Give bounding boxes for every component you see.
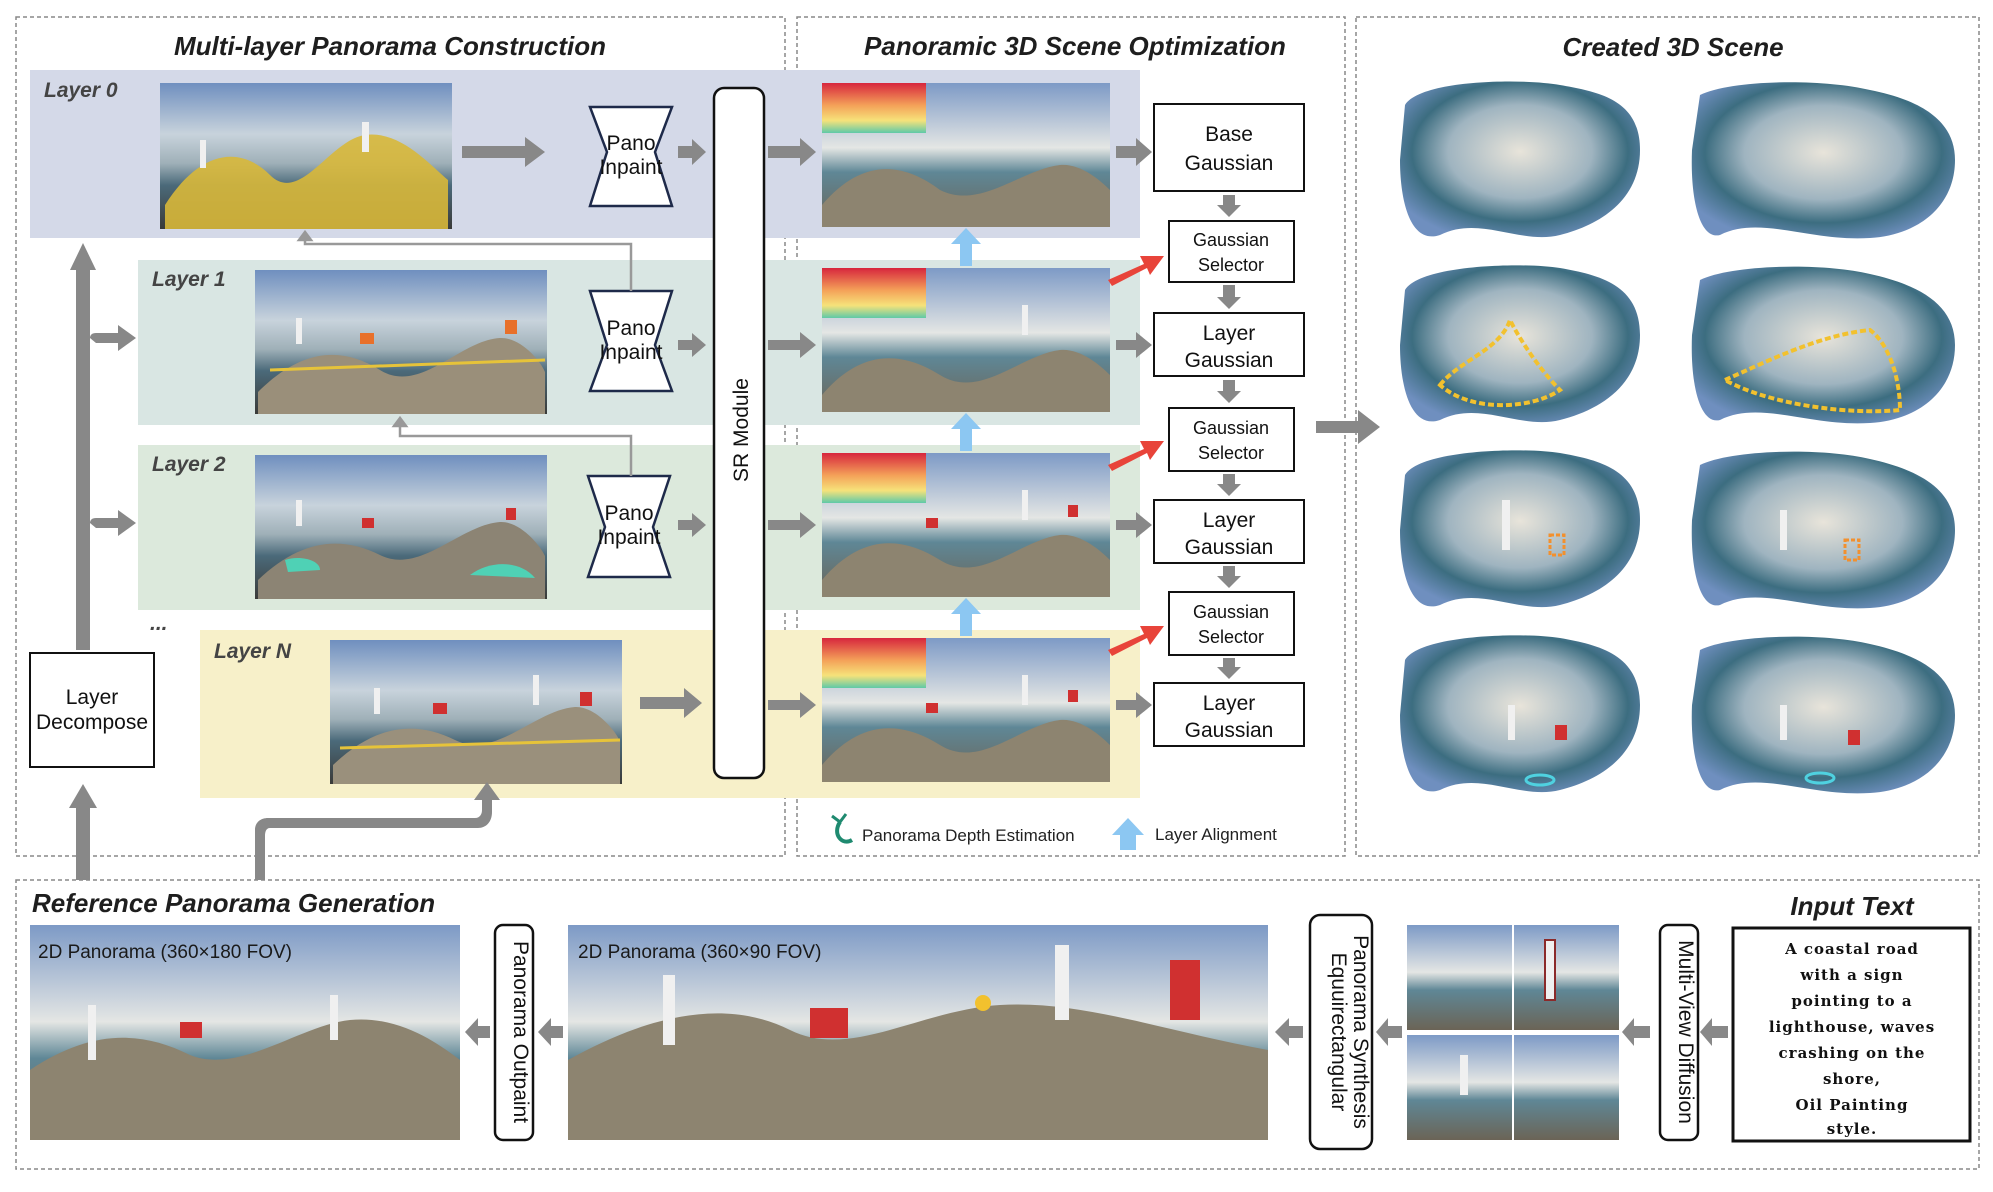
pano-inpaint-1-line1: Pano: [606, 317, 655, 340]
input-line-7: Oil Painting: [1796, 1096, 1909, 1114]
layer-gaussian-1: Layer Gaussian: [1153, 312, 1305, 377]
layer-decompose-box: Layer Decompose: [29, 652, 155, 768]
ref-pano-360-90-caption: 2D Panorama (360×90 FOV): [578, 942, 821, 963]
input-line-3: pointing to a: [1791, 992, 1912, 1010]
scene-view-3a: [1400, 450, 1640, 608]
multiview-diffusion-box: Multi-View Diffusion: [1658, 923, 1700, 1142]
scene-view-1a: [1400, 81, 1640, 238]
gaussian-selector-1: Gaussian Selector: [1168, 220, 1295, 283]
layerN-panorama: [330, 640, 622, 784]
panorama-outpaint-box: Panorama Outpaint: [493, 923, 535, 1142]
pano-inpaint-0-line2: Inpaint: [599, 156, 662, 179]
ref-pano-360-180-caption: 2D Panorama (360×180 FOV): [38, 942, 292, 963]
frame-optimization: [796, 16, 1346, 857]
title-optimization: Panoramic 3D Scene Optimization: [864, 31, 1286, 61]
scene-view-2b: [1691, 266, 1955, 424]
multiview-diffusion-label: Multi-View Diffusion: [1674, 940, 1697, 1124]
layer-gaussian-1-line1: Layer: [1203, 322, 1256, 345]
layer2-label: Layer 2: [152, 453, 226, 476]
input-text-title: Input Text: [1790, 891, 1915, 921]
multiview-grid: [1407, 925, 1619, 1140]
gaussian-selector-3-line2: Selector: [1198, 627, 1264, 647]
input-line-1: A coastal road: [1784, 940, 1919, 958]
legend-depth-text: Panorama Depth Estimation: [862, 826, 1075, 845]
layer0-label: Layer 0: [44, 79, 118, 102]
pano-inpaint-2: Pano Inpaint: [586, 474, 672, 579]
title-created: Created 3D Scene: [1562, 32, 1783, 62]
layer0-panorama: [160, 83, 452, 229]
legend: Panorama Depth Estimation Layer Alignmen…: [831, 813, 1277, 850]
decompose-branches: [69, 243, 136, 880]
pano-inpaint-1: Pano Inpaint: [588, 289, 674, 393]
layer1-label: Layer 1: [152, 268, 226, 291]
inpaint-feedback-lines: [296, 229, 633, 476]
layer1-panorama: [255, 270, 547, 414]
input-line-6: shore,: [1823, 1070, 1881, 1088]
gaussian-selector-3: Gaussian Selector: [1168, 591, 1295, 656]
gaussian-selector-2: Gaussian Selector: [1168, 407, 1295, 472]
scene-view-2a: [1400, 265, 1640, 423]
selector-arrows: [1108, 256, 1164, 656]
created-scene-grid: [1400, 81, 1955, 794]
gaussian-selector-3-line1: Gaussian: [1193, 602, 1269, 622]
scene-view-3b: [1691, 451, 1955, 609]
pano-inpaint-2-line1: Pano: [604, 502, 653, 525]
opt-panorama-2: [822, 453, 1110, 597]
layer-gaussian-2-line1: Layer: [1203, 509, 1256, 532]
layer-gaussian-2-line2: Gaussian: [1185, 536, 1274, 559]
frame-reference: [15, 879, 1980, 1170]
layer-ellipsis: ...: [150, 612, 168, 635]
scene-view-1b: [1691, 82, 1955, 239]
title-multi-layer: Multi-layer Panorama Construction: [174, 31, 606, 61]
frame-multi-layer: [15, 16, 786, 857]
ref-pano-360-180: 2D Panorama (360×180 FOV): [30, 925, 460, 1140]
gaussian-down-arrows: [1217, 195, 1241, 679]
title-reference: Reference Panorama Generation: [32, 888, 435, 918]
scene-view-4a: [1400, 635, 1640, 793]
equirect-line2: Panorama Synthesis: [1349, 935, 1372, 1129]
layer-gaussian-1-line2: Gaussian: [1185, 349, 1274, 372]
input-line-2: with a sign: [1799, 966, 1903, 984]
gaussian-selector-2-line1: Gaussian: [1193, 418, 1269, 438]
base-gaussian-line1: Base: [1205, 123, 1253, 146]
pano-inpaint-0-line1: Pano: [606, 132, 655, 155]
input-line-8: style.: [1827, 1120, 1878, 1138]
layer-gaussian-2: Layer Gaussian: [1153, 499, 1305, 564]
layerN-label: Layer N: [214, 640, 292, 663]
scene-view-4b: [1691, 636, 1955, 794]
layer-gaussian-N: Layer Gaussian: [1153, 682, 1305, 747]
gaussian-selector-1-line1: Gaussian: [1193, 230, 1269, 250]
equirect-synthesis-box: Equuirectangular Panorama Synthesis: [1308, 913, 1374, 1151]
layer2-panorama: [255, 455, 547, 599]
pano-inpaint-2-line2: Inpaint: [597, 526, 660, 549]
sr-module: SR Module: [712, 86, 766, 780]
opt-panorama-1: [822, 268, 1110, 412]
ref-pano-360-90: 2D Panorama (360×90 FOV): [568, 925, 1268, 1140]
gaussian-selector-2-line2: Selector: [1198, 443, 1264, 463]
opt-panorama-N: [822, 638, 1110, 782]
equirect-line1: Equuirectangular: [1327, 953, 1350, 1112]
pano-inpaint-0: Pano Inpaint: [588, 105, 674, 208]
base-gaussian-box: Base Gaussian: [1153, 103, 1305, 192]
input-text-box: A coastal road with a sign pointing to a…: [1731, 926, 1972, 1143]
layer-decompose-line2: Decompose: [36, 711, 148, 734]
layer-gaussian-N-line2: Gaussian: [1185, 719, 1274, 742]
panorama-outpaint-label: Panorama Outpaint: [509, 941, 532, 1123]
flow-arrows: [462, 137, 1380, 718]
layer-decompose-line1: Layer: [66, 686, 119, 709]
layer-gaussian-N-line1: Layer: [1203, 692, 1256, 715]
sr-module-label: SR Module: [730, 378, 753, 482]
frame-created: [1355, 16, 1980, 857]
opt-panorama-0: [822, 83, 1110, 227]
reference-flow-arrows: [465, 1018, 1728, 1046]
legend-align-text: Layer Alignment: [1155, 825, 1277, 844]
pano-inpaint-1-line2: Inpaint: [599, 341, 662, 364]
input-line-4: lighthouse, waves: [1769, 1018, 1935, 1036]
base-gaussian-line2: Gaussian: [1185, 152, 1274, 175]
layer-alignment-arrows: [951, 228, 981, 636]
gaussian-selector-1-line2: Selector: [1198, 255, 1264, 275]
input-line-5: crashing on the: [1779, 1044, 1926, 1062]
